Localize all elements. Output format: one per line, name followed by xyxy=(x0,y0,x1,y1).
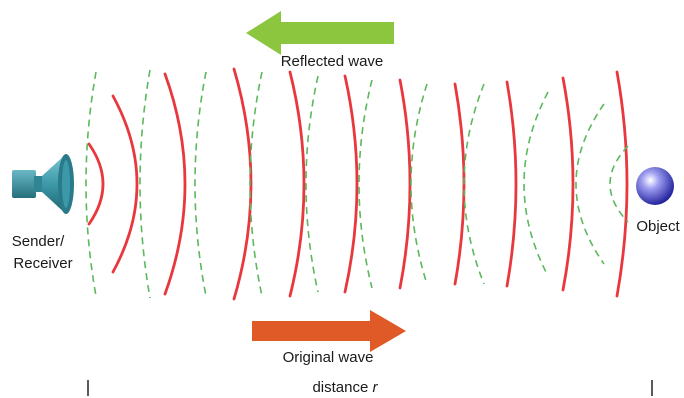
original-wave-arc xyxy=(232,67,253,301)
reflected-wave-arc xyxy=(249,71,263,297)
reflected-wave-arc xyxy=(358,79,373,289)
receiver-label: Receiver xyxy=(13,255,72,272)
reflected-wave-arc xyxy=(463,83,485,285)
original-wave-arc xyxy=(87,142,105,226)
reflected-wave-arrow xyxy=(246,11,394,55)
original-wave-arc xyxy=(561,76,575,292)
original-wave-fronts xyxy=(87,67,629,301)
speaker-horn-icon xyxy=(12,154,74,214)
reflected-wave-arc xyxy=(305,75,319,293)
original-wave-arc xyxy=(163,72,187,296)
distance-label: distance r xyxy=(312,379,378,396)
reflected-wave-arc xyxy=(85,71,97,297)
reflected-wave-arc xyxy=(139,69,151,299)
sphere-icon xyxy=(636,167,674,205)
sender-label: Sender/ xyxy=(12,233,65,250)
reflected-wave-fronts xyxy=(85,69,629,299)
original-wave-arc xyxy=(343,74,359,294)
original-wave-arc xyxy=(288,70,306,298)
object-label: Object xyxy=(636,218,680,235)
reflected-wave-arc xyxy=(575,103,605,265)
original-wave-label: Original wave xyxy=(283,349,374,366)
original-wave-arc xyxy=(615,70,629,298)
original-wave-arc xyxy=(453,82,466,286)
original-wave-arc xyxy=(505,80,518,288)
distance-variable: r xyxy=(373,379,379,396)
reflected-wave-arc xyxy=(194,71,207,297)
original-wave-arc xyxy=(398,78,412,290)
reflected-wave-label: Reflected wave xyxy=(281,53,384,70)
reflected-wave-arc xyxy=(609,145,629,223)
distance-word: distance xyxy=(312,379,372,396)
original-wave-arc xyxy=(111,94,139,274)
reflected-wave-arc xyxy=(410,83,428,285)
reflected-wave-arc xyxy=(523,91,549,277)
original-wave-arrow xyxy=(252,310,406,352)
